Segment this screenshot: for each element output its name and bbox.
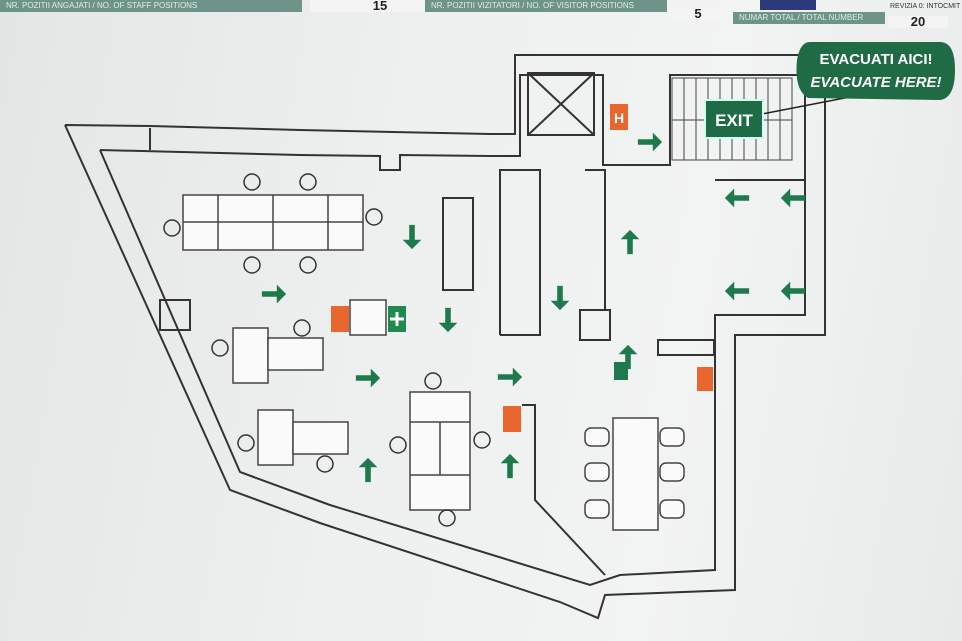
arrow-right-icon: [355, 368, 381, 388]
evacuate-here-callout: EVACUATI AICI! EVACUATE HERE!: [796, 42, 955, 100]
arrow-up-icon: [620, 229, 640, 255]
arrow-right-icon: [637, 132, 663, 152]
revision-text: REVIZIA 0: INTOCMIT: [890, 3, 961, 10]
hydrant-letter: H: [614, 110, 624, 126]
fire-extinguisher-icon: [503, 406, 521, 432]
visitor-positions-value: 5: [668, 7, 728, 20]
callout-line-en: EVACUATE HERE!: [810, 74, 941, 91]
arrow-down-icon: [402, 224, 422, 250]
exit-text: EXIT: [715, 111, 753, 130]
walls: [64, 54, 826, 620]
arrow-down-icon: [438, 307, 458, 333]
arrow-up-icon: [358, 457, 378, 483]
arrow-down-icon: [550, 285, 570, 311]
callout-line-ro: EVACUATI AICI!: [819, 51, 932, 68]
uk-flag-icon: [760, 0, 816, 10]
staff-positions-label: NR. POZITII ANGAJATI / NO. OF STAFF POSI…: [0, 0, 302, 12]
fire-extinguisher-icon: [331, 306, 349, 332]
staff-positions-value: 15: [310, 0, 450, 12]
arrow-right-icon: [497, 367, 523, 387]
exit-sign: EXIT: [704, 94, 861, 139]
arrow-left-icon: [724, 281, 750, 301]
arrow-left-icon: [780, 188, 806, 208]
arrow-left-icon: [724, 188, 750, 208]
evacuation-arrows: [261, 132, 806, 483]
fire-extinguisher-icon: [697, 367, 713, 391]
chairs: [163, 173, 491, 527]
total-number-label: NUMAR TOTAL / TOTAL NUMBER: [733, 12, 885, 24]
arrow-right-icon: [261, 284, 287, 304]
furniture: [182, 194, 685, 531]
fire-hydrant-icon: [610, 104, 628, 130]
safety-signs: H: [331, 104, 713, 432]
arrow-up-icon: [500, 453, 520, 479]
visitor-positions-label: NR. POZITII VIZITATORI / NO. OF VISITOR …: [425, 0, 667, 12]
total-number-value: 20: [888, 15, 948, 28]
arrow-left-icon: [780, 281, 806, 301]
meeting-table: [612, 417, 659, 531]
